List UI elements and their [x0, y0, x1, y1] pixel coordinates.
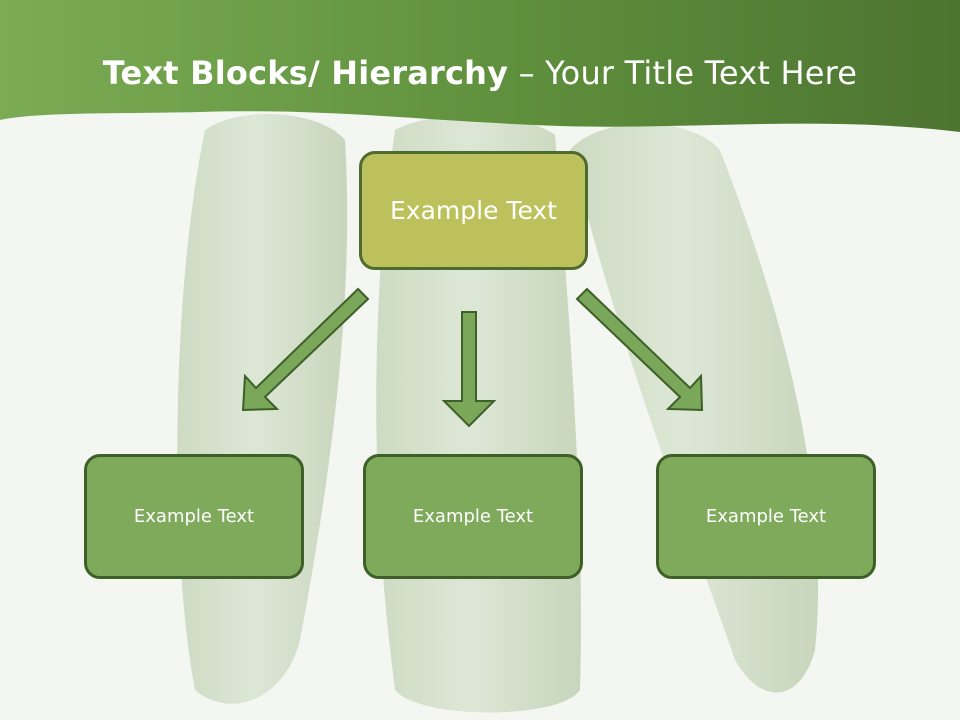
child-box-text: Example Text [412, 506, 534, 527]
top-box[interactable]: Example Text [359, 151, 588, 270]
top-box-text: Example Text [390, 196, 557, 225]
child-box-text: Example Text [133, 506, 255, 527]
title-rest: – Your Title Text Here [508, 54, 858, 92]
child-box-center[interactable]: Example Text [363, 454, 583, 579]
arrow-left [241, 287, 370, 412]
title-bold: Text Blocks/ Hierarchy [102, 54, 509, 92]
arrow-right [575, 287, 704, 412]
child-box-text: Example Text [705, 506, 827, 527]
child-box-right[interactable]: Example Text [656, 454, 876, 579]
title-banner [0, 0, 960, 132]
child-box-left[interactable]: Example Text [84, 454, 304, 579]
arrow-center [441, 311, 497, 428]
slide-title: Text Blocks/ Hierarchy – Your Title Text… [0, 54, 960, 92]
